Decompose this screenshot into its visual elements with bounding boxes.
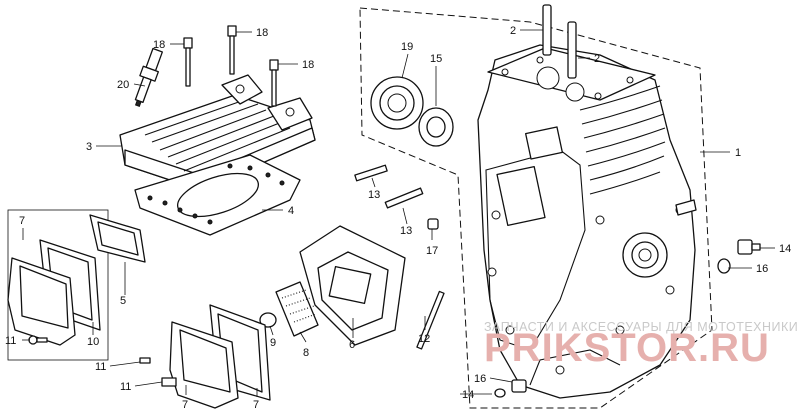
oil-seal: [418, 107, 454, 147]
drain-washer: [494, 388, 506, 398]
assembly-boundary: [359, 7, 713, 409]
long-stud: [416, 290, 445, 350]
callout-13b: 13: [400, 225, 412, 237]
callout-12: 12: [418, 333, 430, 345]
callout-7a: 7: [19, 215, 25, 227]
dowel-pins: [542, 4, 577, 79]
callout-3: 3: [86, 141, 92, 153]
callout-5: 5: [120, 295, 126, 307]
head-bolts: [183, 25, 279, 107]
callout-6: 6: [349, 339, 355, 351]
spark-plug: [134, 47, 164, 107]
callout-8: 8: [303, 347, 309, 359]
callout-7c: 7: [253, 399, 259, 411]
callout-11c: 11: [120, 381, 131, 393]
callout-7b: 7: [182, 399, 188, 411]
breather-assembly: [299, 225, 406, 346]
callout-14b: 14: [462, 389, 474, 401]
drain-bolt: [511, 379, 527, 393]
watermark-logo: PRIKSTOR.RU: [484, 326, 770, 370]
head-gasket: [134, 154, 301, 236]
callout-11b: 11: [95, 361, 106, 373]
callout-9: 9: [270, 337, 276, 349]
callout-16a: 16: [756, 263, 768, 275]
callout-15: 15: [430, 53, 442, 65]
crank-bearing: [370, 76, 424, 130]
bolt-11b: [139, 357, 151, 364]
watermark-tagline: ЗАПЧАСТИ И АКСЕССУАРЫ ДЛЯ МОТОТЕХНИКИ: [484, 320, 799, 334]
callout-14a: 14: [779, 243, 791, 255]
callout-4: 4: [288, 205, 294, 217]
callout-18c: 18: [302, 59, 314, 71]
callouts: 1 2 2 3 4 5 6 7 7 7 8 9 10 11 11 11 12 1…: [5, 25, 791, 411]
callout-20: 20: [117, 79, 129, 91]
inset-box: [7, 209, 109, 361]
callout-10: 10: [87, 336, 99, 348]
callout-11a: 11: [5, 335, 16, 347]
bolt-11c: [161, 377, 177, 387]
callout-2a: 2: [510, 25, 516, 37]
callout-19: 19: [401, 41, 413, 53]
tappet-cover-lower: [169, 304, 271, 409]
valve-cap: [259, 312, 277, 328]
callout-2b: 2: [594, 53, 600, 65]
pin: [427, 218, 439, 230]
callout-16b: 16: [474, 373, 486, 385]
callout-17: 17: [426, 245, 438, 257]
leader-lines: [22, 29, 775, 397]
bolt-11a: [28, 335, 48, 345]
plug-bolt: [737, 239, 761, 255]
callout-18b: 18: [256, 27, 268, 39]
callout-18a: 18: [153, 39, 165, 51]
tappet-cover-upper: [7, 214, 146, 346]
callout-13a: 13: [368, 189, 380, 201]
callout-1: 1: [735, 147, 741, 159]
washer: [717, 258, 731, 274]
filter-element: [275, 281, 319, 337]
studs: [354, 164, 424, 209]
